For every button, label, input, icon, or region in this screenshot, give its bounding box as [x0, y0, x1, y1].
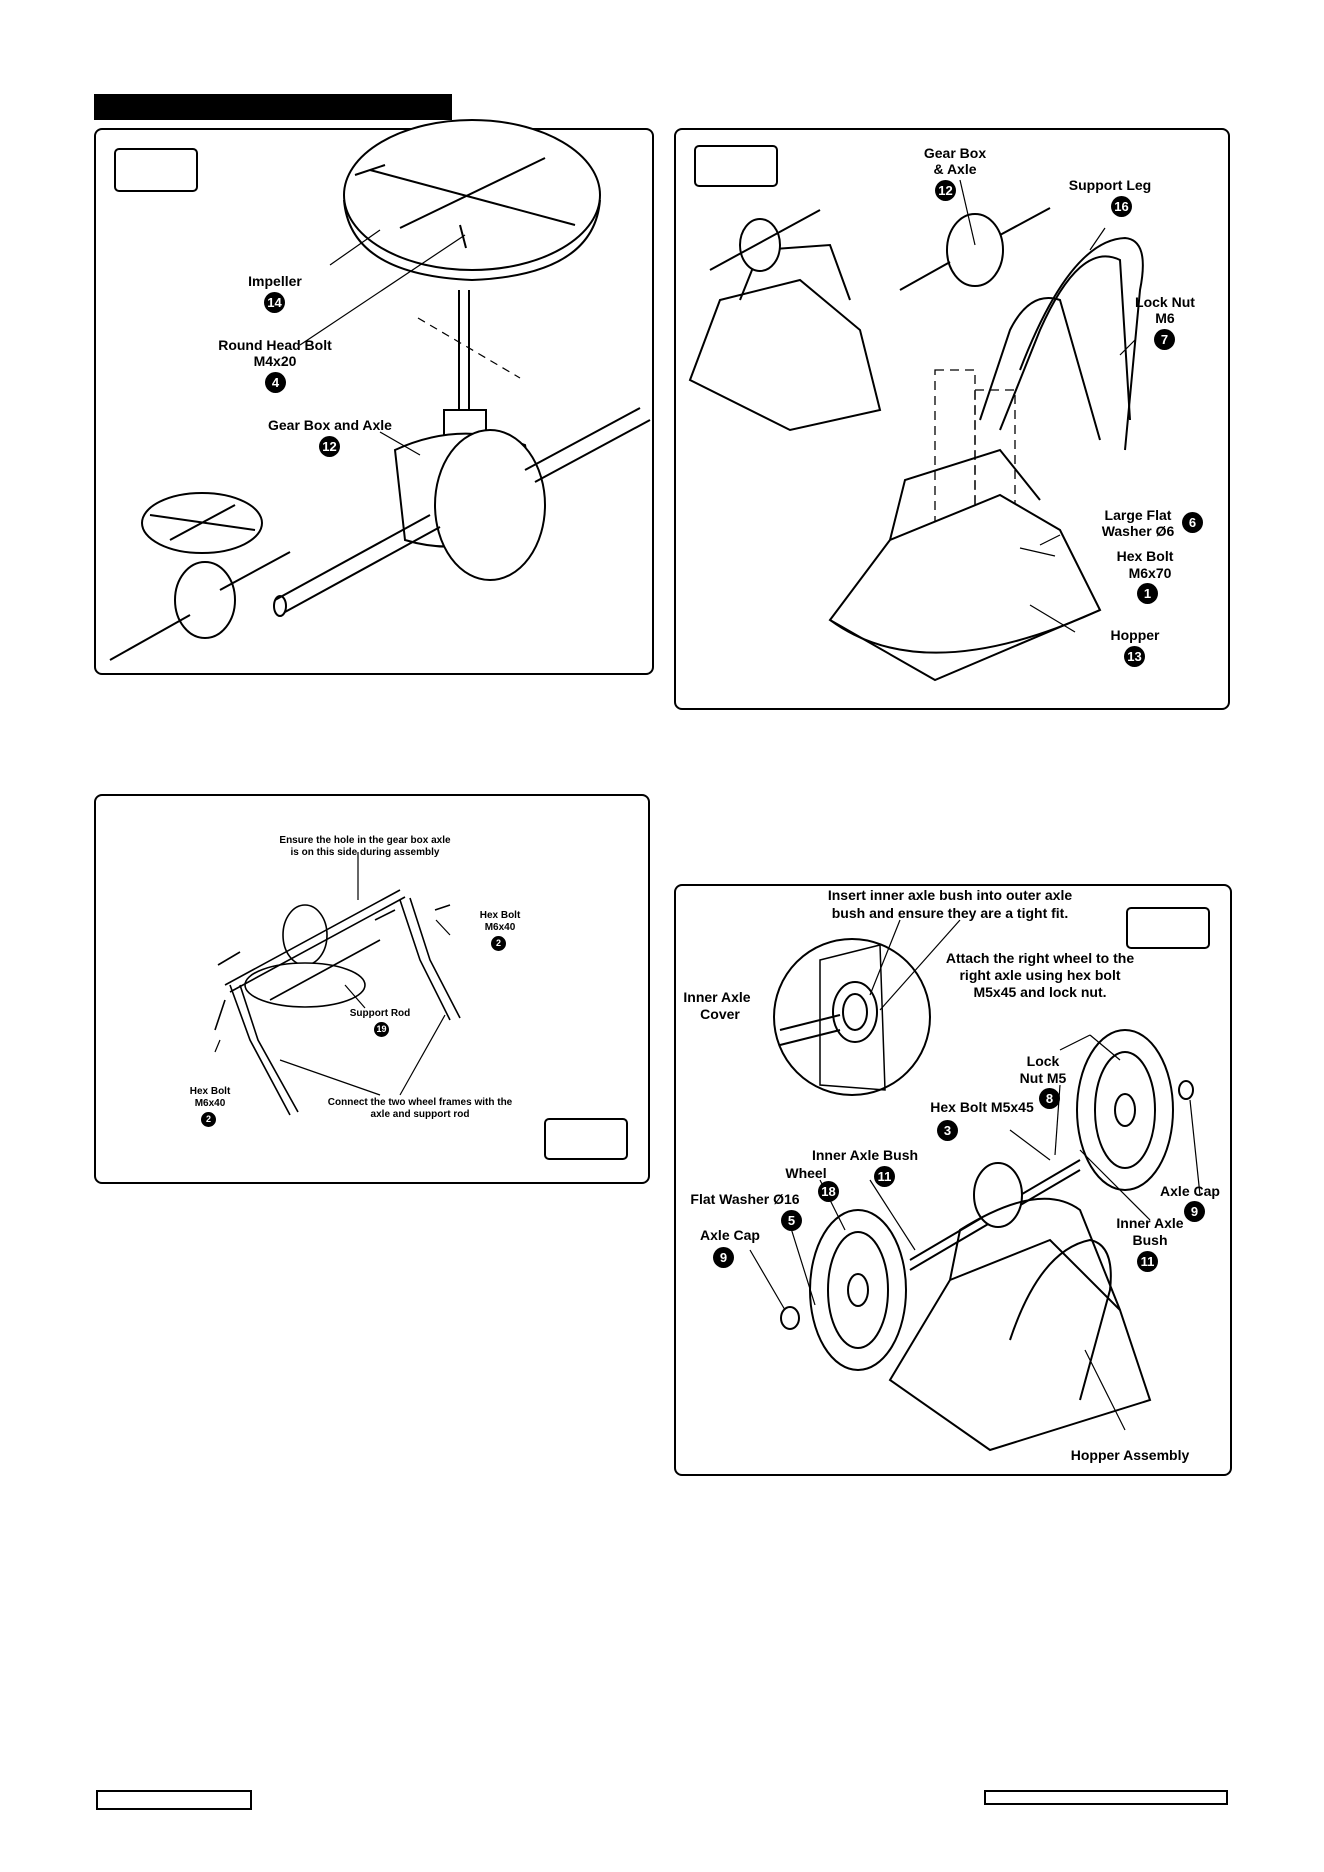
- section-header-bar: [94, 94, 452, 120]
- figure-number-box: [1126, 907, 1210, 949]
- label-attach-line2: right axle using hex bolt: [959, 967, 1121, 983]
- label-lock-nut-size: M6: [1155, 310, 1175, 326]
- badge-hopper: 13: [1124, 646, 1145, 667]
- badge-washer: 6: [1182, 512, 1203, 533]
- badge-impeller: 14: [264, 292, 285, 313]
- figure-number-box: [694, 145, 778, 187]
- label-round-head-bolt: Round Head Bolt: [218, 337, 332, 353]
- label-attach-line1: Attach the right wheel to the: [945, 950, 1135, 966]
- badge-inner-axle-bush-right: 11: [1137, 1251, 1158, 1272]
- figure-number-box: [544, 1118, 628, 1160]
- label-lock: Lock: [1026, 1053, 1060, 1069]
- label-cover: Cover: [700, 1006, 740, 1022]
- footer-box-left: [96, 1790, 252, 1810]
- label-hex-bolt-size: M6x70: [1128, 565, 1172, 581]
- note-gear-box-hole-line1: Ensure the hole in the gear box axle: [279, 835, 451, 846]
- label-large-flat: Large Flat: [1104, 507, 1172, 523]
- badge-axle-cap-right: 9: [1184, 1201, 1205, 1222]
- label-hex-bolt-left-size: M6x40: [194, 1098, 226, 1109]
- badge-gearbox: 12: [935, 180, 956, 201]
- badge-hex-bolt-right: 2: [491, 936, 506, 951]
- label-bush-right: Bush: [1132, 1232, 1168, 1248]
- badge-wheel: 18: [818, 1181, 839, 1202]
- label-hex-bolt-right-size: M6x40: [484, 922, 516, 933]
- label-insert-bush-line2: bush and ensure they are a tight fit.: [831, 905, 1069, 921]
- badge-lock-nut: 7: [1154, 329, 1175, 350]
- label-axle-cap-right: Axle Cap: [1160, 1183, 1220, 1199]
- note-connect-frames-line2: axle and support rod: [370, 1109, 470, 1120]
- note-connect-frames-line1: Connect the two wheel frames with the: [327, 1097, 513, 1108]
- label-flat-washer: Flat Washer Ø16: [690, 1191, 800, 1207]
- label-insert-bush-line1: Insert inner axle bush into outer axle: [827, 887, 1073, 903]
- badge-support-rod: 19: [374, 1022, 389, 1037]
- label-hopper-assembly: Hopper Assembly: [1070, 1447, 1190, 1463]
- label-hopper: Hopper: [1110, 627, 1160, 643]
- label-wheel: Wheel: [785, 1165, 827, 1181]
- badge-flat-washer: 5: [781, 1210, 802, 1231]
- badge-hex-bolt: 1: [1137, 583, 1158, 604]
- label-hex-bolt-m5: Hex Bolt M5x45: [930, 1099, 1034, 1115]
- label-axle-cap-left: Axle Cap: [700, 1227, 760, 1243]
- label-round-head-bolt-size: M4x20: [253, 353, 297, 369]
- footer-box-right: [984, 1790, 1228, 1805]
- label-gear-box-axle: Gear Box and Axle: [268, 417, 392, 433]
- badge-support-leg: 16: [1111, 196, 1132, 217]
- label-and-axle: & Axle: [933, 161, 977, 177]
- badge-bolt: 4: [265, 372, 286, 393]
- label-nut-m5: Nut M5: [1019, 1070, 1067, 1086]
- figure-number-box: [114, 148, 198, 192]
- label-inner-axle-right: Inner Axle: [1116, 1215, 1184, 1231]
- badge-inner-axle-bush: 11: [874, 1166, 895, 1187]
- label-lock-nut: Lock Nut: [1135, 294, 1195, 310]
- label-attach-line3: M5x45 and lock nut.: [973, 984, 1107, 1000]
- badge-axle-cap-left: 9: [713, 1247, 734, 1268]
- label-support-rod: Support Rod: [349, 1008, 411, 1019]
- label-hex-bolt-left: Hex Bolt: [189, 1086, 231, 1097]
- label-gear-box: Gear Box: [923, 145, 987, 161]
- label-impeller: Impeller: [248, 273, 302, 289]
- badge-lock-nut: 8: [1039, 1088, 1060, 1109]
- label-hex-bolt-right: Hex Bolt: [479, 910, 521, 921]
- label-inner-axle-bush: Inner Axle Bush: [811, 1147, 919, 1163]
- badge-hex-bolt-left: 2: [201, 1112, 216, 1127]
- label-hex-bolt: Hex Bolt: [1116, 548, 1174, 564]
- note-gear-box-hole-line2: is on this side during assembly: [290, 847, 440, 858]
- badge-hex-bolt: 3: [937, 1120, 958, 1141]
- label-support-leg: Support Leg: [1068, 177, 1152, 193]
- badge-gearbox: 12: [319, 436, 340, 457]
- label-inner-axle-cover: Inner Axle: [683, 989, 751, 1005]
- label-washer: Washer Ø6: [1101, 523, 1175, 539]
